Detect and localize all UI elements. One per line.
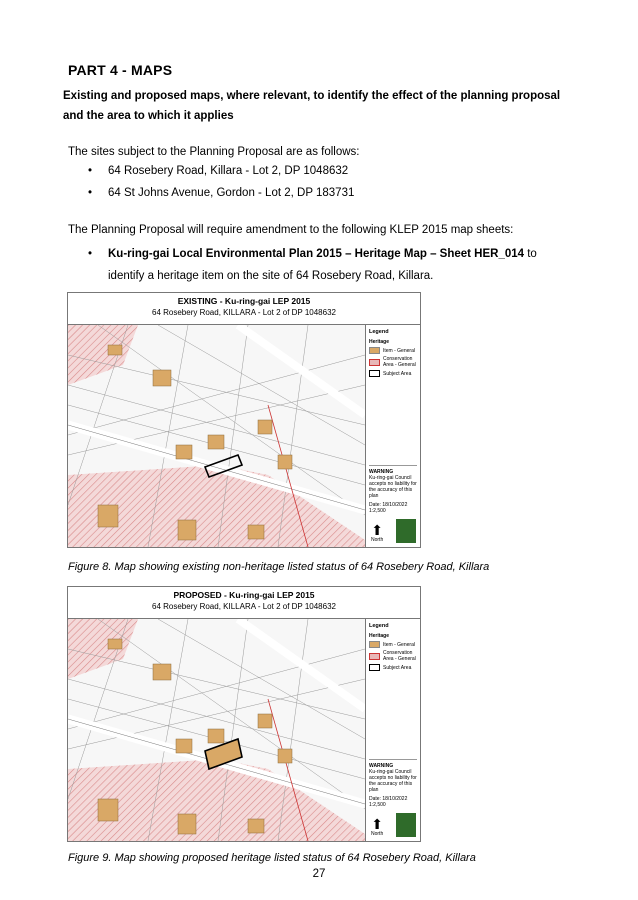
page-heading: PART 4 - MAPS — [68, 62, 173, 78]
north-arrow-icon: ⬆ — [371, 522, 383, 538]
sites-intro: The sites subject to the Planning Propos… — [68, 146, 360, 158]
map-warning: WARNING Ku-ring-gai Council accepts no l… — [369, 465, 417, 514]
road — [235, 325, 365, 419]
north-arrow: ⬆ North — [371, 522, 384, 543]
cadastral-map — [68, 619, 365, 841]
heritage-items — [97, 638, 293, 835]
map-title: EXISTING - Ku-ring-gai LEP 2015 — [177, 296, 311, 306]
site-item: •64 Rosebery Road, Killara - Lot 2, DP 1… — [88, 165, 349, 177]
conservation-area — [68, 619, 138, 679]
subject-area-swatch — [369, 664, 380, 671]
subject-site — [203, 453, 244, 479]
conservation-swatch — [369, 358, 380, 366]
amendment-bullet: • Ku-ring-gai Local Environmental Plan 2… — [88, 248, 537, 282]
north-arrow-icon: ⬆ — [371, 816, 383, 832]
site-item: •64 St Johns Avenue, Gordon - Lot 2, DP … — [88, 187, 355, 199]
figure-8-caption: Figure 8. Map showing existing non-herit… — [68, 561, 490, 573]
item-general-swatch — [369, 347, 380, 354]
subheading-line-2: and the area to which it applies — [63, 110, 234, 122]
map-drawing — [68, 325, 365, 547]
map-legend: Legend Heritage Item - General Conservat… — [365, 619, 420, 841]
road — [235, 619, 365, 713]
subject-area-swatch — [369, 370, 380, 377]
cadastral-map — [68, 325, 365, 547]
council-logo — [396, 519, 416, 543]
map-header: EXISTING - Ku-ring-gai LEP 2015 64 Roseb… — [68, 293, 420, 325]
figure-9-caption: Figure 9. Map showing proposed heritage … — [68, 852, 476, 864]
map-drawing — [68, 619, 365, 841]
amendment-map-sheet: Ku-ring-gai Local Environmental Plan 201… — [108, 248, 525, 260]
map-legend: Legend Heritage Item - General Conservat… — [365, 325, 420, 547]
item-general-swatch — [369, 641, 380, 648]
existing-map-figure: EXISTING - Ku-ring-gai LEP 2015 64 Roseb… — [67, 292, 421, 548]
heritage-items — [97, 344, 293, 541]
north-arrow: ⬆ North — [371, 816, 384, 837]
conservation-area — [68, 325, 138, 385]
subheading-line-1: Existing and proposed maps, where releva… — [63, 90, 561, 102]
subject-site-heritage — [204, 737, 243, 771]
page-number: 27 — [312, 868, 326, 880]
map-warning: WARNING Ku-ring-gai Council accepts no l… — [369, 759, 417, 808]
map-subtitle: 64 Rosebery Road, KILLARA - Lot 2 of DP … — [152, 602, 336, 611]
council-logo — [396, 813, 416, 837]
map-title: PROPOSED - Ku-ring-gai LEP 2015 — [173, 590, 315, 600]
conservation-area — [68, 465, 365, 547]
amendment-intro: The Planning Proposal will require amend… — [68, 224, 514, 236]
section-subheading: Existing and proposed maps, where releva… — [63, 86, 560, 126]
proposed-map-figure: PROPOSED - Ku-ring-gai LEP 2015 64 Roseb… — [67, 586, 421, 842]
conservation-swatch — [369, 652, 380, 660]
map-subtitle: 64 Rosebery Road, KILLARA - Lot 2 of DP … — [152, 308, 336, 317]
map-header: PROPOSED - Ku-ring-gai LEP 2015 64 Roseb… — [68, 587, 420, 619]
conservation-area — [68, 759, 365, 841]
sites-list: •64 Rosebery Road, Killara - Lot 2, DP 1… — [84, 160, 354, 204]
